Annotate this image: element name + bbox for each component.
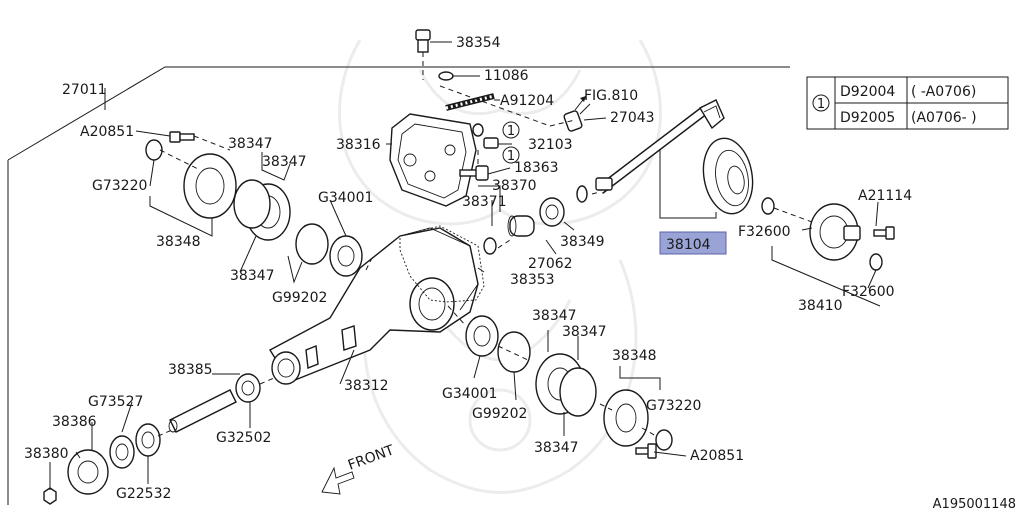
part-A20851-bolt-right [635, 443, 657, 459]
legend-index: 1 [817, 97, 825, 112]
label-38348-left[interactable]: 38348 [156, 234, 201, 250]
part-ring-gear [702, 137, 754, 215]
label-G34001-left[interactable]: G34001 [318, 190, 373, 206]
label-F32600-b[interactable]: F32600 [842, 284, 895, 300]
label-11086[interactable]: 11086 [484, 68, 529, 84]
label-G99202-right[interactable]: G99202 [472, 406, 527, 422]
part-38353-gasket [399, 225, 485, 303]
svg-text:1: 1 [507, 124, 515, 139]
label-G99202-left[interactable]: G99202 [272, 290, 327, 306]
part-38347-retainer-left [233, 179, 291, 241]
label-F32600-a[interactable]: F32600 [738, 224, 791, 240]
part-G34001-bearing-left [329, 235, 363, 277]
label-38316[interactable]: 38316 [336, 137, 381, 153]
label-A20851-right[interactable]: A20851 [690, 448, 744, 464]
label-G73220-left[interactable]: G73220 [92, 178, 147, 194]
part-G32502-bearing [235, 373, 261, 403]
label-38353[interactable]: 38353 [510, 272, 555, 288]
part-27062-seal [483, 237, 497, 255]
fig-810-arrow [574, 95, 587, 111]
part-38348-side-retainer-left [183, 153, 237, 219]
part-38410-differential [761, 197, 883, 271]
label-38347-d[interactable]: 38347 [532, 308, 577, 324]
part-A20851-bolt-left [169, 131, 195, 143]
part-G99202-shim-right [497, 331, 531, 373]
drawing-number: A195001148 [933, 497, 1016, 512]
label-G73527[interactable]: G73527 [88, 394, 143, 410]
circle-marker-1b: 1 [502, 146, 520, 164]
legend-index-circle [812, 94, 830, 112]
part-38348-side-retainer-right [603, 389, 649, 447]
label-fig-810[interactable]: FIG.810 [584, 88, 638, 104]
part-38312-diff-housing [269, 227, 479, 385]
label-27011[interactable]: 27011 [62, 82, 107, 98]
part-38354-plug [415, 29, 431, 80]
part-38385-spacer-tube [168, 389, 237, 433]
label-G73220-right[interactable]: G73220 [646, 398, 701, 414]
label-38347-f[interactable]: 38347 [534, 440, 579, 456]
part-G34001-bearing-right [465, 315, 499, 357]
label-A20851-left[interactable]: A20851 [80, 124, 134, 140]
label-A21114[interactable]: A21114 [858, 188, 912, 204]
part-11086-washer [438, 71, 454, 81]
label-A91204[interactable]: A91204 [500, 93, 554, 109]
label-18363[interactable]: 18363 [514, 160, 559, 176]
label-38371[interactable]: 38371 [462, 194, 507, 210]
part-38386-companion-flange [67, 449, 109, 495]
legend-row-1-range: ( -A0706) [911, 84, 976, 100]
label-38347-c[interactable]: 38347 [230, 268, 275, 284]
part-38104-pinion-shaft [595, 99, 725, 194]
label-38380[interactable]: 38380 [24, 446, 69, 462]
part-38349-snap-ring [576, 185, 588, 203]
label-27062[interactable]: 27062 [528, 256, 573, 272]
highlight-38104-box[interactable] [659, 231, 727, 255]
label-38347-a[interactable]: 38347 [228, 136, 273, 152]
part-38370-bearing [539, 197, 565, 227]
part-G73527-oil-seal [109, 435, 135, 469]
legend-table: 1 D92004 ( -A0706) D92005 (A0706- ) [806, 76, 1009, 130]
label-38348-right[interactable]: 38348 [612, 348, 657, 364]
label-38385[interactable]: 38385 [168, 362, 213, 378]
legend-row-2-part: D92005 [840, 110, 895, 126]
svg-text:1: 1 [507, 149, 515, 164]
label-27043[interactable]: 27043 [610, 110, 655, 126]
part-38347-retainer-right [535, 353, 597, 417]
label-G22532[interactable]: G22532 [116, 486, 171, 502]
label-38347-b[interactable]: 38347 [262, 154, 307, 170]
circle-marker-1a: 1 [502, 121, 520, 139]
label-front: FRONT [346, 442, 397, 474]
label-38104[interactable]: 38104 [666, 237, 711, 253]
label-G34001-right[interactable]: G34001 [442, 386, 497, 402]
part-A91204-stud [445, 93, 495, 111]
part-A21114-bolt [873, 226, 895, 240]
label-38386[interactable]: 38386 [52, 414, 97, 430]
label-32103[interactable]: 32103 [528, 137, 573, 153]
label-38312[interactable]: 38312 [344, 378, 389, 394]
part-G73220-oil-seal-left [145, 139, 163, 161]
legend-row-2-range: (A0706- ) [911, 110, 977, 126]
part-G73220-oil-seal-right [655, 429, 673, 451]
part-27043-sensor [563, 103, 591, 132]
part-G99202-shim-left [295, 223, 329, 265]
front-arrow [321, 466, 355, 495]
label-38370[interactable]: 38370 [492, 178, 537, 194]
part-18363-bolt [459, 165, 489, 181]
part-38380-nut [43, 487, 57, 505]
part-38316-rear-cover [389, 113, 477, 207]
leader-lines [49, 41, 881, 490]
part-labels: 38354 27011 11086 A91204 FIG.810 A20851 … [24, 35, 1016, 512]
label-G32502[interactable]: G32502 [216, 430, 271, 446]
label-38347-e[interactable]: 38347 [562, 324, 607, 340]
part-32103-plug [472, 123, 499, 149]
part-38371-spacer [507, 215, 535, 237]
legend-row-1-part: D92004 [840, 84, 895, 100]
housing-outline-frame [7, 66, 790, 505]
part-G22532-bearing [135, 423, 161, 457]
label-38349[interactable]: 38349 [560, 234, 605, 250]
label-38354[interactable]: 38354 [456, 35, 501, 51]
label-38410[interactable]: 38410 [798, 298, 843, 314]
